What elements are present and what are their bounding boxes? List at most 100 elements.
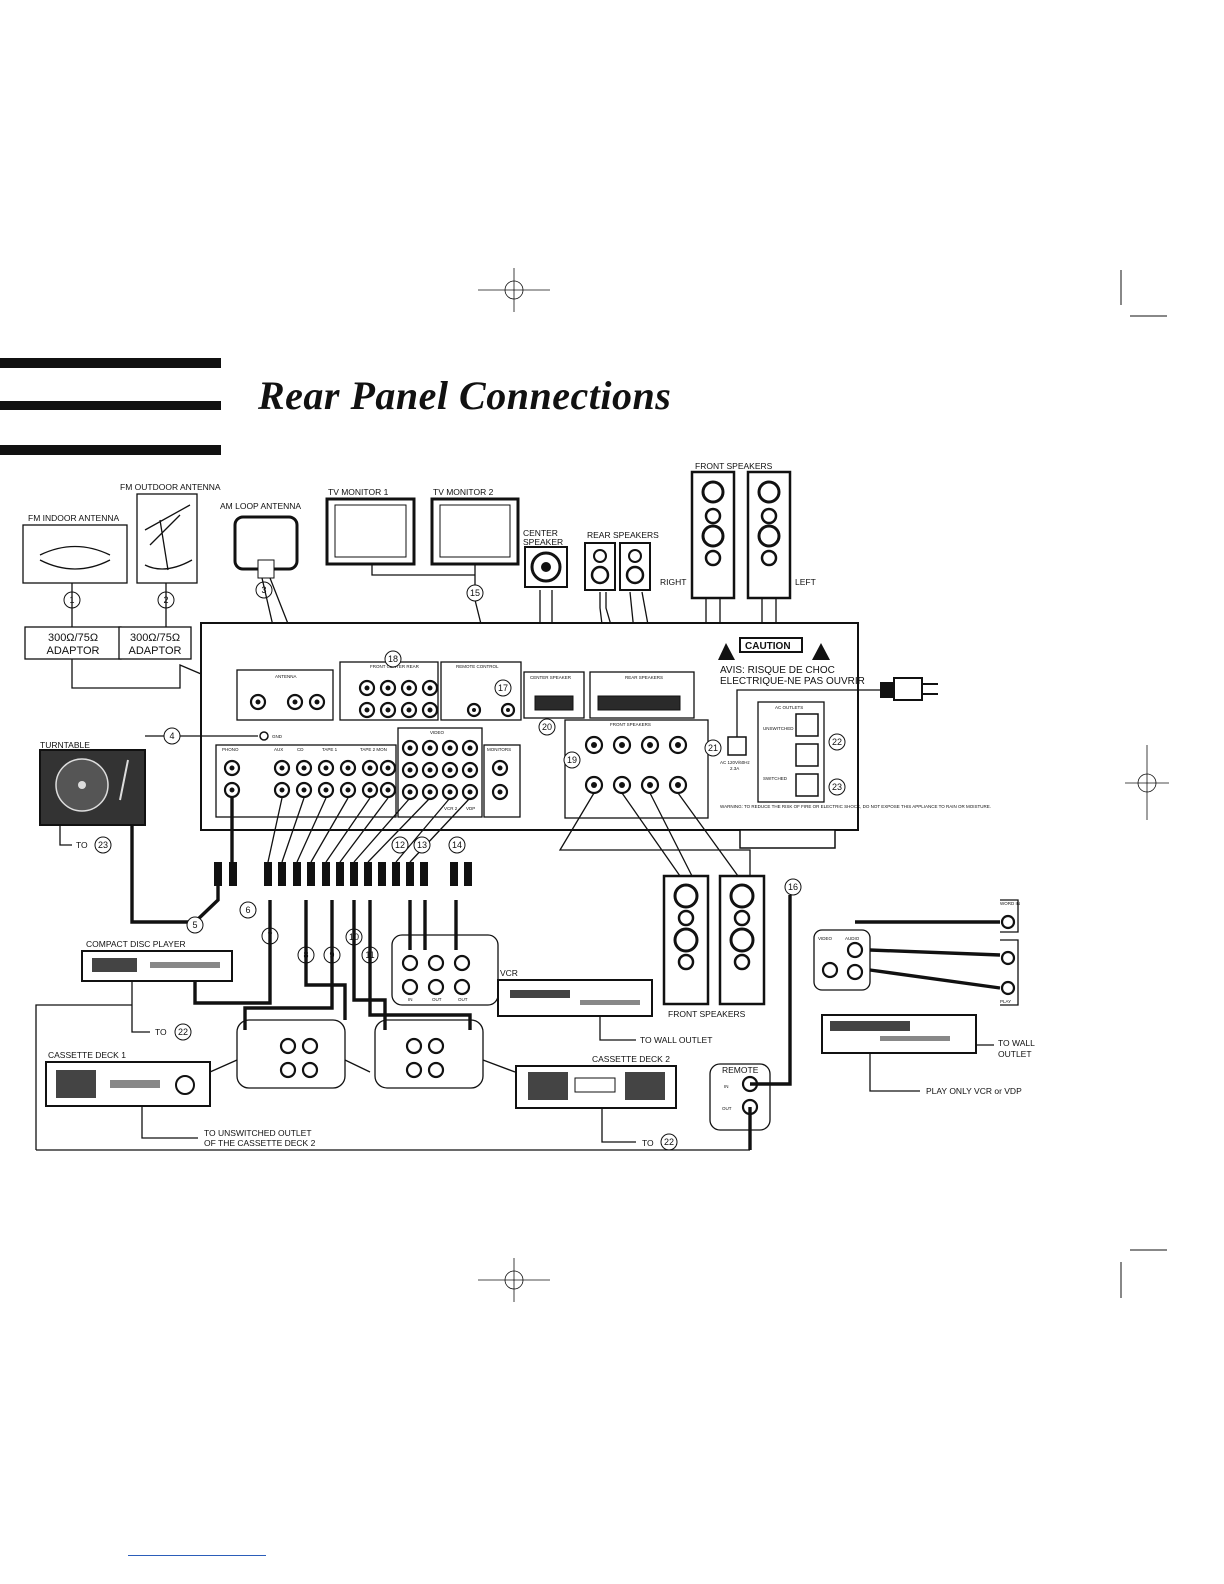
svg-text:OUT: OUT bbox=[722, 1106, 732, 1111]
callout-16: 16 bbox=[784, 878, 802, 896]
caution-label: CAUTION AVIS: RISQUE DE CHOC ELECTRIQUE-… bbox=[718, 637, 865, 687]
compact-disc-player bbox=[81, 950, 233, 982]
callout-12: 12 bbox=[391, 836, 409, 854]
svg-text:14: 14 bbox=[452, 840, 462, 850]
center-speaker-label-1: CENTER bbox=[523, 528, 558, 538]
ac-outlets-block: AC OUTLETS UNSWITCHED SWITCHED AC 120V/6… bbox=[720, 701, 991, 809]
center-speaker-terminals: CENTER SPEAKER bbox=[523, 671, 585, 719]
remote-cable bbox=[748, 895, 792, 1150]
callout-15: 15 bbox=[466, 584, 484, 602]
svg-text:23: 23 bbox=[98, 840, 108, 850]
svg-text:5: 5 bbox=[192, 920, 197, 930]
svg-text:ANTENNA: ANTENNA bbox=[275, 674, 297, 679]
page-title: Rear Panel Connections bbox=[258, 373, 672, 418]
turntable-to-label: TO bbox=[76, 840, 88, 850]
svg-text:22: 22 bbox=[832, 737, 842, 747]
front-speaker-left-top bbox=[746, 470, 792, 600]
svg-text:AC 120V/60Hz: AC 120V/60Hz bbox=[720, 760, 751, 765]
callout-18: 18 bbox=[384, 650, 402, 668]
callout-23: 23 bbox=[828, 778, 846, 796]
turntable-power-wire bbox=[59, 825, 72, 846]
svg-text:2.3A: 2.3A bbox=[730, 766, 739, 771]
vcr-to-wall-label: TO WALL OUTLET bbox=[640, 1035, 712, 1045]
word-in-jack: WORD IN bbox=[1000, 899, 1020, 933]
turntable-label: TURNTABLE bbox=[40, 740, 90, 750]
adaptor-1: 300Ω/75Ω ADAPTOR bbox=[24, 626, 122, 660]
front-speaker-right-bottom bbox=[718, 874, 766, 1006]
cd-callout-22: 22 bbox=[174, 1023, 192, 1041]
svg-text:IN: IN bbox=[408, 997, 413, 1002]
svg-text:VDP: VDP bbox=[466, 806, 475, 811]
callout-14: 14 bbox=[448, 836, 466, 854]
to-wall-label-1: TO WALL bbox=[998, 1038, 1035, 1048]
svg-text:VCR 2: VCR 2 bbox=[444, 806, 458, 811]
preamp-out-block: FRONT CENTER REAR bbox=[339, 661, 439, 721]
svg-text:IN: IN bbox=[724, 1084, 729, 1089]
system-remote-loop bbox=[35, 1004, 750, 1151]
cassette-1-power-wire bbox=[141, 1106, 198, 1139]
rear-speaker-terminals: REAR SPEAKERS bbox=[589, 671, 695, 719]
front-speaker-bottom-wires bbox=[558, 792, 751, 877]
svg-text:AUDIO: AUDIO bbox=[845, 936, 860, 941]
power-cord bbox=[736, 677, 938, 740]
registration-mark-top bbox=[478, 268, 550, 312]
svg-text:CAUTION: CAUTION bbox=[745, 641, 791, 652]
svg-text:MONITORS: MONITORS bbox=[487, 747, 511, 752]
tv-monitor-1 bbox=[325, 497, 416, 566]
vcr-vdp-player bbox=[821, 1014, 977, 1054]
cassette-2-power-wire bbox=[601, 1108, 636, 1143]
svg-text:23: 23 bbox=[832, 782, 842, 792]
vcr-video-cables bbox=[408, 900, 458, 950]
center-speaker bbox=[524, 546, 568, 588]
front-speaker-left-bottom bbox=[662, 874, 710, 1006]
fm-indoor-antenna bbox=[22, 524, 128, 584]
registration-mark-right bbox=[1125, 745, 1169, 820]
callout-13: 13 bbox=[413, 836, 431, 854]
header-bar-3 bbox=[0, 445, 221, 455]
svg-text:FRONT SPEAKERS: FRONT SPEAKERS bbox=[610, 722, 651, 727]
am-loop-antenna-label: AM LOOP ANTENNA bbox=[220, 501, 301, 511]
callout-6: 6 bbox=[239, 901, 257, 919]
svg-text:ADAPTOR: ADAPTOR bbox=[47, 645, 100, 657]
header-bar-2 bbox=[0, 401, 221, 410]
video-jacks-block: VIDEO VCR 2 VDP bbox=[397, 727, 483, 818]
header-bar-1 bbox=[0, 358, 221, 368]
svg-text:WARNING: TO REDUCE THE RISK OF: WARNING: TO REDUCE THE RISK OF FIRE OR E… bbox=[720, 804, 991, 809]
play-only-leader bbox=[869, 1053, 920, 1092]
svg-text:22: 22 bbox=[664, 1137, 674, 1147]
svg-text:VIDEO: VIDEO bbox=[818, 936, 833, 941]
rear-speaker-left bbox=[584, 542, 616, 591]
svg-text:UNSWITCHED: UNSWITCHED bbox=[763, 726, 794, 731]
callout-17: 17 bbox=[494, 679, 512, 697]
rear-speaker-right bbox=[619, 542, 651, 591]
svg-text:VIDEO: VIDEO bbox=[430, 730, 445, 735]
callout-21: 21 bbox=[704, 739, 722, 757]
left-label: LEFT bbox=[795, 577, 816, 587]
footer-rule bbox=[128, 1555, 266, 1556]
svg-text:TAPE 2 MON: TAPE 2 MON bbox=[360, 747, 387, 752]
cassette-deck-1 bbox=[45, 1061, 211, 1107]
callout-20: 20 bbox=[538, 718, 556, 736]
turntable bbox=[39, 749, 146, 826]
svg-text:13: 13 bbox=[417, 840, 427, 850]
front-speaker-terminals: FRONT SPEAKERS bbox=[564, 719, 709, 819]
fm-outdoor-antenna bbox=[136, 493, 198, 584]
vdp-cables bbox=[855, 920, 1001, 990]
audio-inputs-block: PHONO AUX CD TAPE 1 TAPE 2 MON bbox=[215, 744, 397, 818]
svg-text:REMOTE CONTROL: REMOTE CONTROL bbox=[456, 664, 499, 669]
callout-19: 19 bbox=[563, 751, 581, 769]
cd-player-label: COMPACT DISC PLAYER bbox=[86, 939, 186, 949]
right-label: RIGHT bbox=[660, 577, 686, 587]
tape2-connector-callout bbox=[374, 1019, 516, 1089]
front-speaker-right-top bbox=[690, 470, 736, 600]
to-unswitched-label-1: TO UNSWITCHED OUTLET bbox=[204, 1128, 312, 1138]
svg-text:REMOTE: REMOTE bbox=[722, 1065, 759, 1075]
svg-text:ADAPTOR: ADAPTOR bbox=[129, 645, 182, 657]
svg-text:19: 19 bbox=[567, 755, 577, 765]
svg-text:CD: CD bbox=[297, 747, 304, 752]
front-speakers-bottom-label: FRONT SPEAKERS bbox=[668, 1009, 746, 1019]
fm-outdoor-antenna-label: FM OUTDOOR ANTENNA bbox=[120, 482, 221, 492]
svg-text:GND: GND bbox=[272, 734, 283, 739]
cassette-deck-2 bbox=[515, 1065, 677, 1109]
